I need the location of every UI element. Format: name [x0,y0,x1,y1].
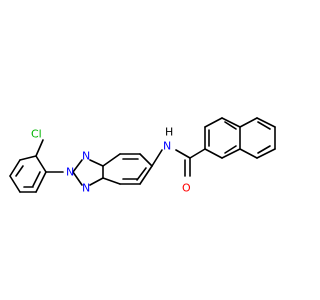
atom-n-top: N [82,150,90,163]
bond [224,145,237,154]
bond [239,148,258,159]
bond [9,175,21,193]
bond [72,159,83,173]
bond [256,117,276,128]
bond [204,148,223,159]
bond [204,117,223,128]
bond [15,165,24,177]
bond [256,148,276,159]
bond [35,155,47,173]
atom-n-bot: N [82,182,90,195]
molecule-diagram: Cl N N N N H O [9,117,276,195]
bond [136,167,147,181]
bond [89,159,104,167]
atom-n-mid: N [66,166,74,179]
atom-nh: N [163,140,171,153]
atom-cl: Cl [31,128,42,141]
atom-o: O [182,182,191,195]
atom-labels: Cl N N N N H O [31,126,191,195]
bond [175,149,191,159]
bond [89,177,104,186]
bond [224,121,237,130]
bond [72,171,83,186]
bond [189,148,206,159]
bond [102,177,121,185]
bond [102,153,121,167]
bond [35,171,47,193]
bond [139,153,153,167]
bond [221,148,241,159]
bond [221,117,241,128]
bond [19,155,37,161]
atom-nh-h: H [165,126,173,139]
bond [257,121,271,130]
bond [151,149,163,167]
bond [9,159,21,177]
bond [239,117,258,128]
bond [35,139,44,157]
bond [257,145,271,154]
bond [32,171,41,187]
bond [139,165,153,185]
bonds [9,117,276,193]
